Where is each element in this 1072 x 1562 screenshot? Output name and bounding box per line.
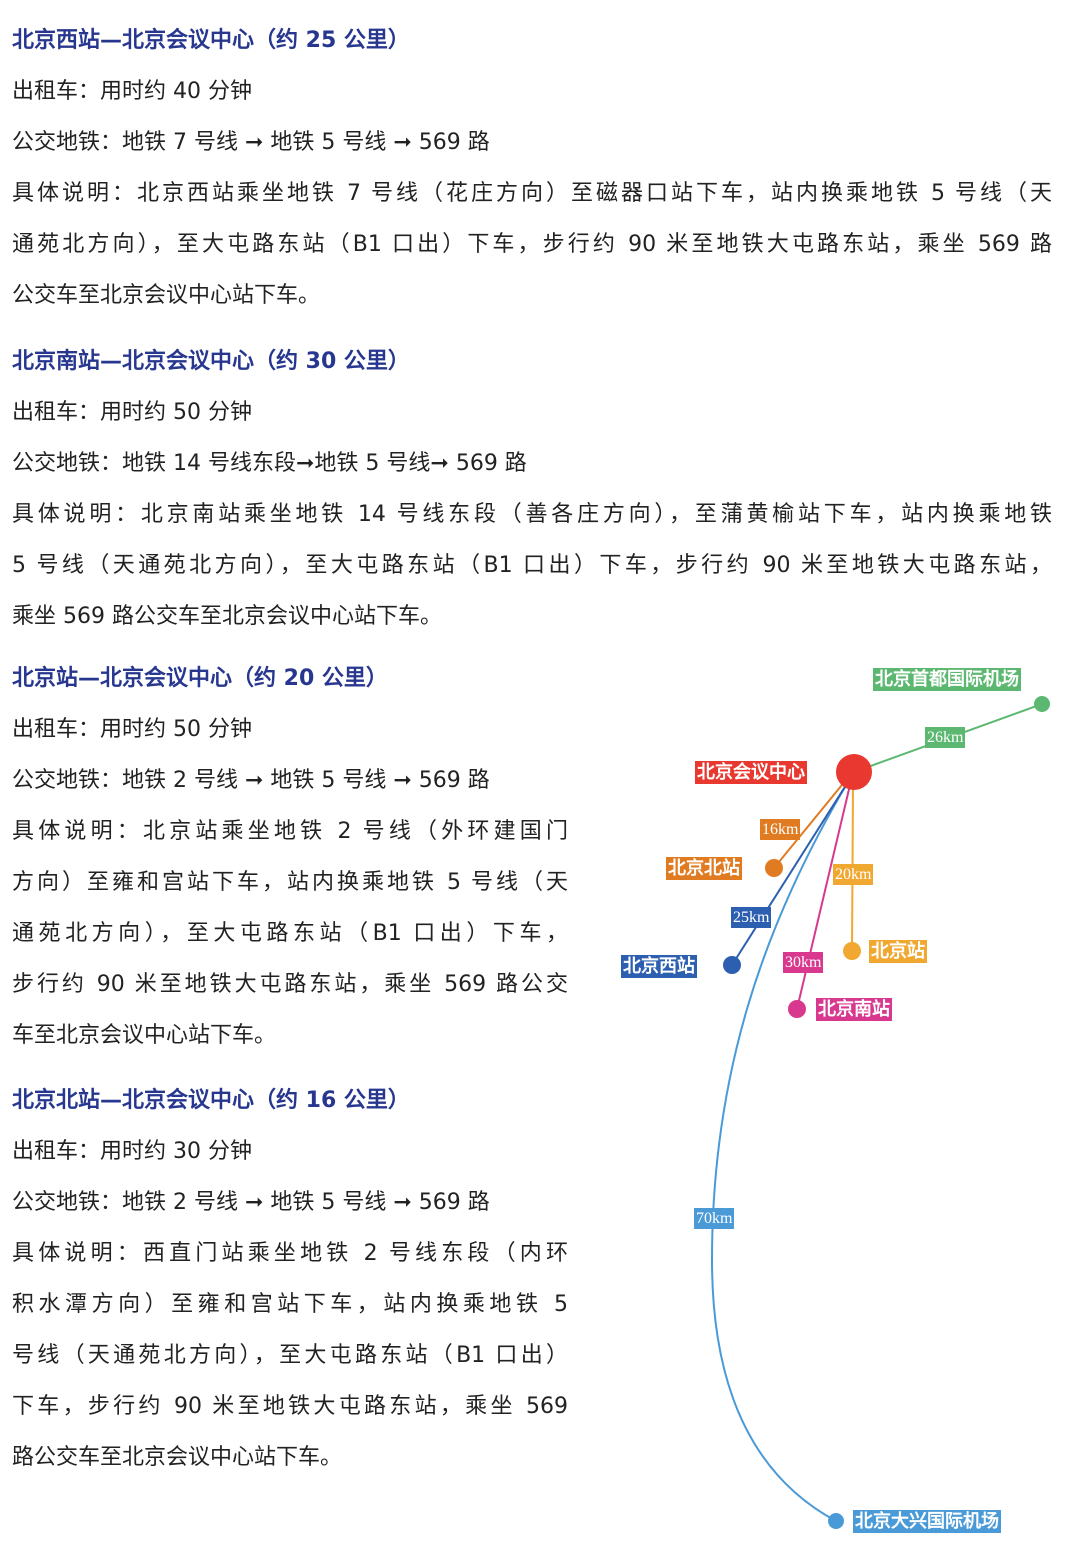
distance-capital: 26km: [925, 727, 966, 748]
route-line-daxing: [710, 781, 849, 1522]
detail-line: 具体说明：北京西站乘坐地铁 7 号线（花庄方向）至磁器口站下车，站内换乘地铁 5…: [12, 181, 1052, 206]
transit-info: 公交地铁：地铁 2 号线 ➞ 地铁 5 号线 ➞ 569 路: [12, 1190, 490, 1215]
label-conference-center: 北京会议中心: [695, 761, 807, 784]
node-daxing: [828, 1513, 844, 1529]
route-line-south: [796, 784, 851, 1010]
section-heading: 北京南站—北京会议中心（约 30 公里）: [12, 349, 410, 374]
detail-line: 具体说明：西直门站乘坐地铁 2 号线东段（内环: [12, 1241, 568, 1266]
route-line-north: [773, 779, 847, 869]
detail-line: 路公交车至北京会议中心站下车。: [12, 1445, 343, 1470]
detail-line: 乘坐 569 路公交车至北京会议中心站下车。: [12, 604, 442, 629]
label-south-station: 北京南站: [816, 998, 892, 1021]
distance-north: 16km: [760, 819, 801, 840]
label-beijing-station: 北京站: [869, 940, 927, 963]
detail-line: 具体说明：北京站乘坐地铁 2 号线（外环建国门: [12, 819, 568, 844]
section-heading: 北京西站—北京会议中心（约 25 公里）: [12, 28, 410, 53]
transit-info: 公交地铁：地铁 7 号线 ➞ 地铁 5 号线 ➞ 569 路: [12, 130, 490, 155]
route-section-beijing-west: 北京西站—北京会议中心（约 25 公里） 出租车：用时约 40 分钟 公交地铁：…: [12, 15, 1052, 321]
label-west-station: 北京西站: [621, 955, 697, 978]
route-section-beijing-north: 北京北站—北京会议中心（约 16 公里） 出租车：用时约 30 分钟 公交地铁：…: [12, 1075, 568, 1483]
taxi-info: 出租车：用时约 40 分钟: [12, 79, 252, 104]
detail-line: 通苑北方向），至大屯路东站（B1 口出）下车，步行约 90 米至地铁大屯路东站，…: [12, 232, 1052, 257]
detail-line: 通苑北方向），至大屯路东站（B1 口出）下车，: [12, 921, 568, 946]
route-section-beijing-south: 北京南站—北京会议中心（约 30 公里） 出租车：用时约 50 分钟 公交地铁：…: [12, 336, 1052, 642]
distance-west: 25km: [731, 907, 772, 928]
section-heading: 北京北站—北京会议中心（约 16 公里）: [12, 1088, 410, 1113]
detail-line: 下车，步行约 90 米至地铁大屯路东站，乘坐 569: [12, 1394, 568, 1419]
distance-south: 30km: [783, 952, 824, 973]
taxi-info: 出租车：用时约 50 分钟: [12, 400, 252, 425]
transit-info: 公交地铁：地铁 2 号线 ➞ 地铁 5 号线 ➞ 569 路: [12, 768, 490, 793]
node-center: [836, 754, 872, 790]
route-section-beijing-station: 北京站—北京会议中心（约 20 公里） 出租车：用时约 50 分钟 公交地铁：地…: [12, 653, 568, 1061]
detail-line: 步行约 90 米至地铁大屯路东站，乘坐 569 路公交: [12, 972, 568, 997]
label-north-station: 北京北站: [666, 857, 742, 880]
route-line-west: [731, 781, 849, 966]
distance-station: 20km: [833, 864, 874, 885]
detail-line: 方向）至雍和宫站下车，站内换乘地铁 5 号线（天: [12, 870, 568, 895]
detail-line: 具体说明：北京南站乘坐地铁 14 号线东段（善各庄方向），至蒲黄榆站下车，站内换…: [12, 502, 1052, 527]
transit-info: 公交地铁：地铁 14 号线东段➞地铁 5 号线➞ 569 路: [12, 451, 527, 476]
node-south: [788, 1000, 806, 1018]
detail-line: 公交车至北京会议中心站下车。: [12, 283, 321, 308]
node-north: [765, 859, 783, 877]
section-heading: 北京站—北京会议中心（约 20 公里）: [12, 666, 388, 691]
detail-line: 积水潭方向）至雍和宫站下车，站内换乘地铁 5: [12, 1292, 568, 1317]
node-west: [723, 956, 741, 974]
detail-line: 号线（天通苑北方向），至大屯路东站（B1 口出）: [12, 1343, 568, 1368]
label-daxing-airport: 北京大兴国际机场: [853, 1510, 1001, 1533]
taxi-info: 出租车：用时约 30 分钟: [12, 1139, 252, 1164]
taxi-info: 出租车：用时约 50 分钟: [12, 717, 252, 742]
node-capital: [1034, 696, 1050, 712]
detail-line: 车至北京会议中心站下车。: [12, 1023, 277, 1048]
detail-line: 5 号线（天通苑北方向），至大屯路东站（B1 口出）下车，步行约 90 米至地铁…: [12, 553, 1052, 578]
label-capital-airport: 北京首都国际机场: [873, 668, 1021, 691]
distance-daxing: 70km: [694, 1208, 735, 1229]
node-station: [843, 942, 861, 960]
